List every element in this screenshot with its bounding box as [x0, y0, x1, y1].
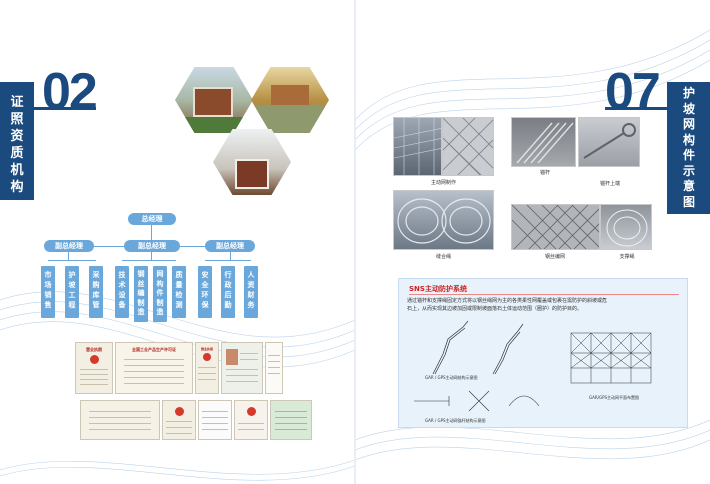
- chapter-title-bar: [667, 82, 710, 214]
- photo-support-rope: [600, 204, 652, 250]
- certificate-document: [265, 342, 283, 394]
- org-connector: [48, 260, 96, 261]
- org-connector: [68, 252, 69, 260]
- sns-slope-section-diagram: [432, 320, 524, 375]
- sns-caption-structure: GAR / GPS主动网结构示意图: [425, 375, 478, 380]
- caption-active-net: 主动网制作: [430, 180, 456, 186]
- org-node-general-manager: 总经理: [128, 213, 176, 225]
- caption-wire-mesh: 钢丝编网: [544, 254, 565, 260]
- certificate-qualification: [198, 400, 232, 440]
- org-dept-procurement: 采购库管: [89, 266, 103, 318]
- certificate-safety-production: [234, 400, 268, 440]
- chapter-number: 07: [605, 63, 661, 121]
- photo-seam-rope: [393, 190, 494, 250]
- sns-title-rule: [409, 294, 679, 295]
- sns-description-line-2: 石上，从而实现其边坡加固或限制坡面落石土体运动范围（圈护）的防护目的。: [407, 306, 583, 312]
- caption-seam-rope: 缝合绳: [435, 254, 451, 260]
- chapter-underline: [34, 107, 96, 110]
- org-connector: [151, 225, 152, 241]
- photo-factory-workshop: [393, 117, 442, 176]
- certificate-tax-registration: [80, 400, 160, 440]
- right-page: 07 护 坡 网 构 件 示 意 图: [355, 0, 710, 484]
- sns-caption-anchor: GAR / GPS主动网锚杆结构示意图: [425, 418, 486, 423]
- caption-anchor: 锚杆: [539, 170, 550, 176]
- photo-mesh-net: [442, 117, 494, 176]
- org-dept-net-components: 网构件制造: [153, 266, 167, 322]
- org-dept-hr-finance: 人资财务: [244, 266, 258, 318]
- org-dept-admin: 行政后勤: [221, 266, 235, 318]
- org-connector: [122, 260, 176, 261]
- chapter-title: 护 坡 网 构 件 示 意 图: [682, 86, 695, 209]
- sns-plan-layout-diagram: [570, 332, 652, 384]
- org-connector: [205, 260, 251, 261]
- chapter-number: 02: [42, 63, 98, 121]
- photo-wire-mesh: [511, 204, 600, 250]
- chapter-title-bar: [0, 82, 34, 200]
- company-building-photo-2: [213, 129, 291, 195]
- company-campus-photo: [251, 67, 329, 133]
- org-connector: [230, 252, 231, 260]
- certificate-production-permit: 全国工业产品生产许可证: [115, 342, 193, 394]
- sns-caption-plan: GAR/GPS主动网平面布置图: [589, 395, 640, 400]
- org-node-deputy-2: 副总经理: [124, 240, 180, 252]
- caption-support-rope: 支撑绳: [619, 254, 635, 260]
- page-spine: [354, 0, 356, 484]
- org-dept-marketing: 市场销售: [41, 266, 55, 318]
- sns-description-line-1: 通过锚杆和支撑绳固定方式将以钢丝绳网为主的各类柔性网覆盖或包裹在需防护的斜坡或危: [407, 298, 608, 304]
- org-dept-safety: 安全环保: [198, 266, 212, 318]
- left-page: 02 证 照 资 质 机 构 总经理 副总经理 副总经理 副总经理 市场销售 护…: [0, 63, 329, 440]
- company-building-photo-1: [175, 67, 253, 133]
- certificate-license-3: [162, 400, 196, 440]
- chapter-title: 证 照 资 质 机 构: [10, 95, 24, 195]
- certificate-business-license-2: 营业执照: [195, 342, 219, 394]
- org-node-deputy-3: 副总经理: [205, 240, 255, 252]
- sns-diagram-panel: SNS主动防护系统 通过锚杆和支撑绳固定方式将以钢丝绳网为主的各类柔性网覆盖或包…: [398, 278, 688, 428]
- org-connector: [151, 252, 152, 260]
- photo-anchor-top: [578, 117, 640, 167]
- sns-title: SNS主动防护系统: [409, 285, 467, 293]
- certificate-quality-system: [270, 400, 312, 440]
- sns-anchor-structure-diagram: [414, 390, 540, 412]
- org-node-deputy-1: 副总经理: [44, 240, 94, 252]
- org-dept-quality: 质量检测: [172, 266, 186, 318]
- photo-anchor-bolts: [511, 117, 576, 167]
- org-dept-slope-engineering: 护坡工程: [65, 266, 79, 318]
- chapter-underline: [605, 107, 667, 110]
- caption-anchor-top: 锚杆上端: [599, 181, 620, 187]
- certificate-business-license-1: 营业执照: [75, 342, 113, 394]
- certificate-id-photo: [221, 342, 263, 394]
- org-dept-wire-mesh: 钢丝编制造: [134, 266, 148, 322]
- org-dept-technology: 技术设备: [115, 266, 129, 318]
